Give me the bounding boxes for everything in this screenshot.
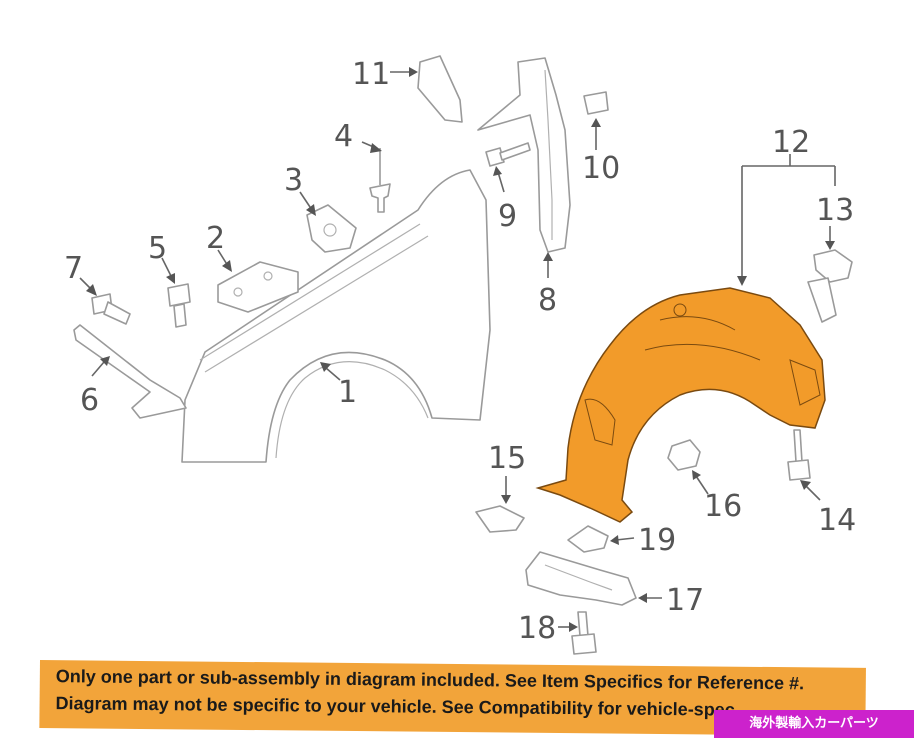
clip-part-19: [567, 525, 609, 553]
callout-17: 17: [666, 583, 704, 618]
callout-6: 6: [80, 383, 99, 418]
bracket-part-3: [306, 204, 357, 253]
bolt-part-7: [91, 293, 131, 325]
callout-10: 10: [582, 151, 620, 186]
callout-16: 16: [704, 489, 742, 524]
callout-5: 5: [148, 231, 167, 266]
block-part-11: [417, 55, 463, 123]
callout-19: 19: [638, 523, 676, 558]
disclaimer-line-2: Diagram may not be specific to your vehi…: [55, 693, 735, 720]
callout-numbers: 11 4 3 2 5 7 6 1 8 9 10 12 13 14 15 16 1…: [64, 57, 856, 646]
fender-part: [181, 169, 491, 463]
callout-2: 2: [206, 221, 225, 256]
callout-14: 14: [818, 503, 856, 538]
callout-13: 13: [816, 193, 854, 228]
screw-part-14: [787, 429, 811, 481]
callout-3: 3: [284, 163, 303, 198]
seller-stamp: 海外製輸入カーパーツ: [714, 710, 914, 738]
leader-lines: [79, 67, 836, 632]
disclaimer-line-1: Only one part or sub-assembly in diagram…: [55, 666, 805, 694]
fender-liner-shape: [535, 287, 826, 523]
deflector-part-17: [525, 551, 637, 606]
bracket-part-6: [73, 324, 187, 419]
callout-12: 12: [772, 125, 810, 160]
bolt-part-5: [167, 283, 191, 328]
fender-liner-part-12: [535, 287, 826, 523]
callout-9: 9: [498, 199, 517, 234]
callout-11: 11: [352, 57, 390, 92]
nut-part-16: [667, 439, 701, 471]
clip-part-4: [369, 148, 391, 213]
clip-part-10: [583, 91, 609, 115]
pillar-bracket-part-8: [477, 57, 571, 253]
screw-part-18: [571, 611, 597, 655]
bracket-part-13: [807, 249, 853, 323]
callout-18: 18: [518, 611, 556, 646]
callout-4: 4: [334, 119, 353, 154]
bracket-part-2: [217, 261, 299, 313]
parts-diagram: 11 4 3 2 5 7 6 1 8 9 10 12 13 14 15 16 1…: [64, 55, 856, 655]
callout-8: 8: [538, 283, 557, 318]
callout-15: 15: [488, 441, 526, 476]
clip-part-15: [475, 505, 525, 533]
screw-part-9: [485, 142, 531, 167]
callout-7: 7: [64, 251, 83, 286]
callout-1: 1: [338, 375, 357, 410]
